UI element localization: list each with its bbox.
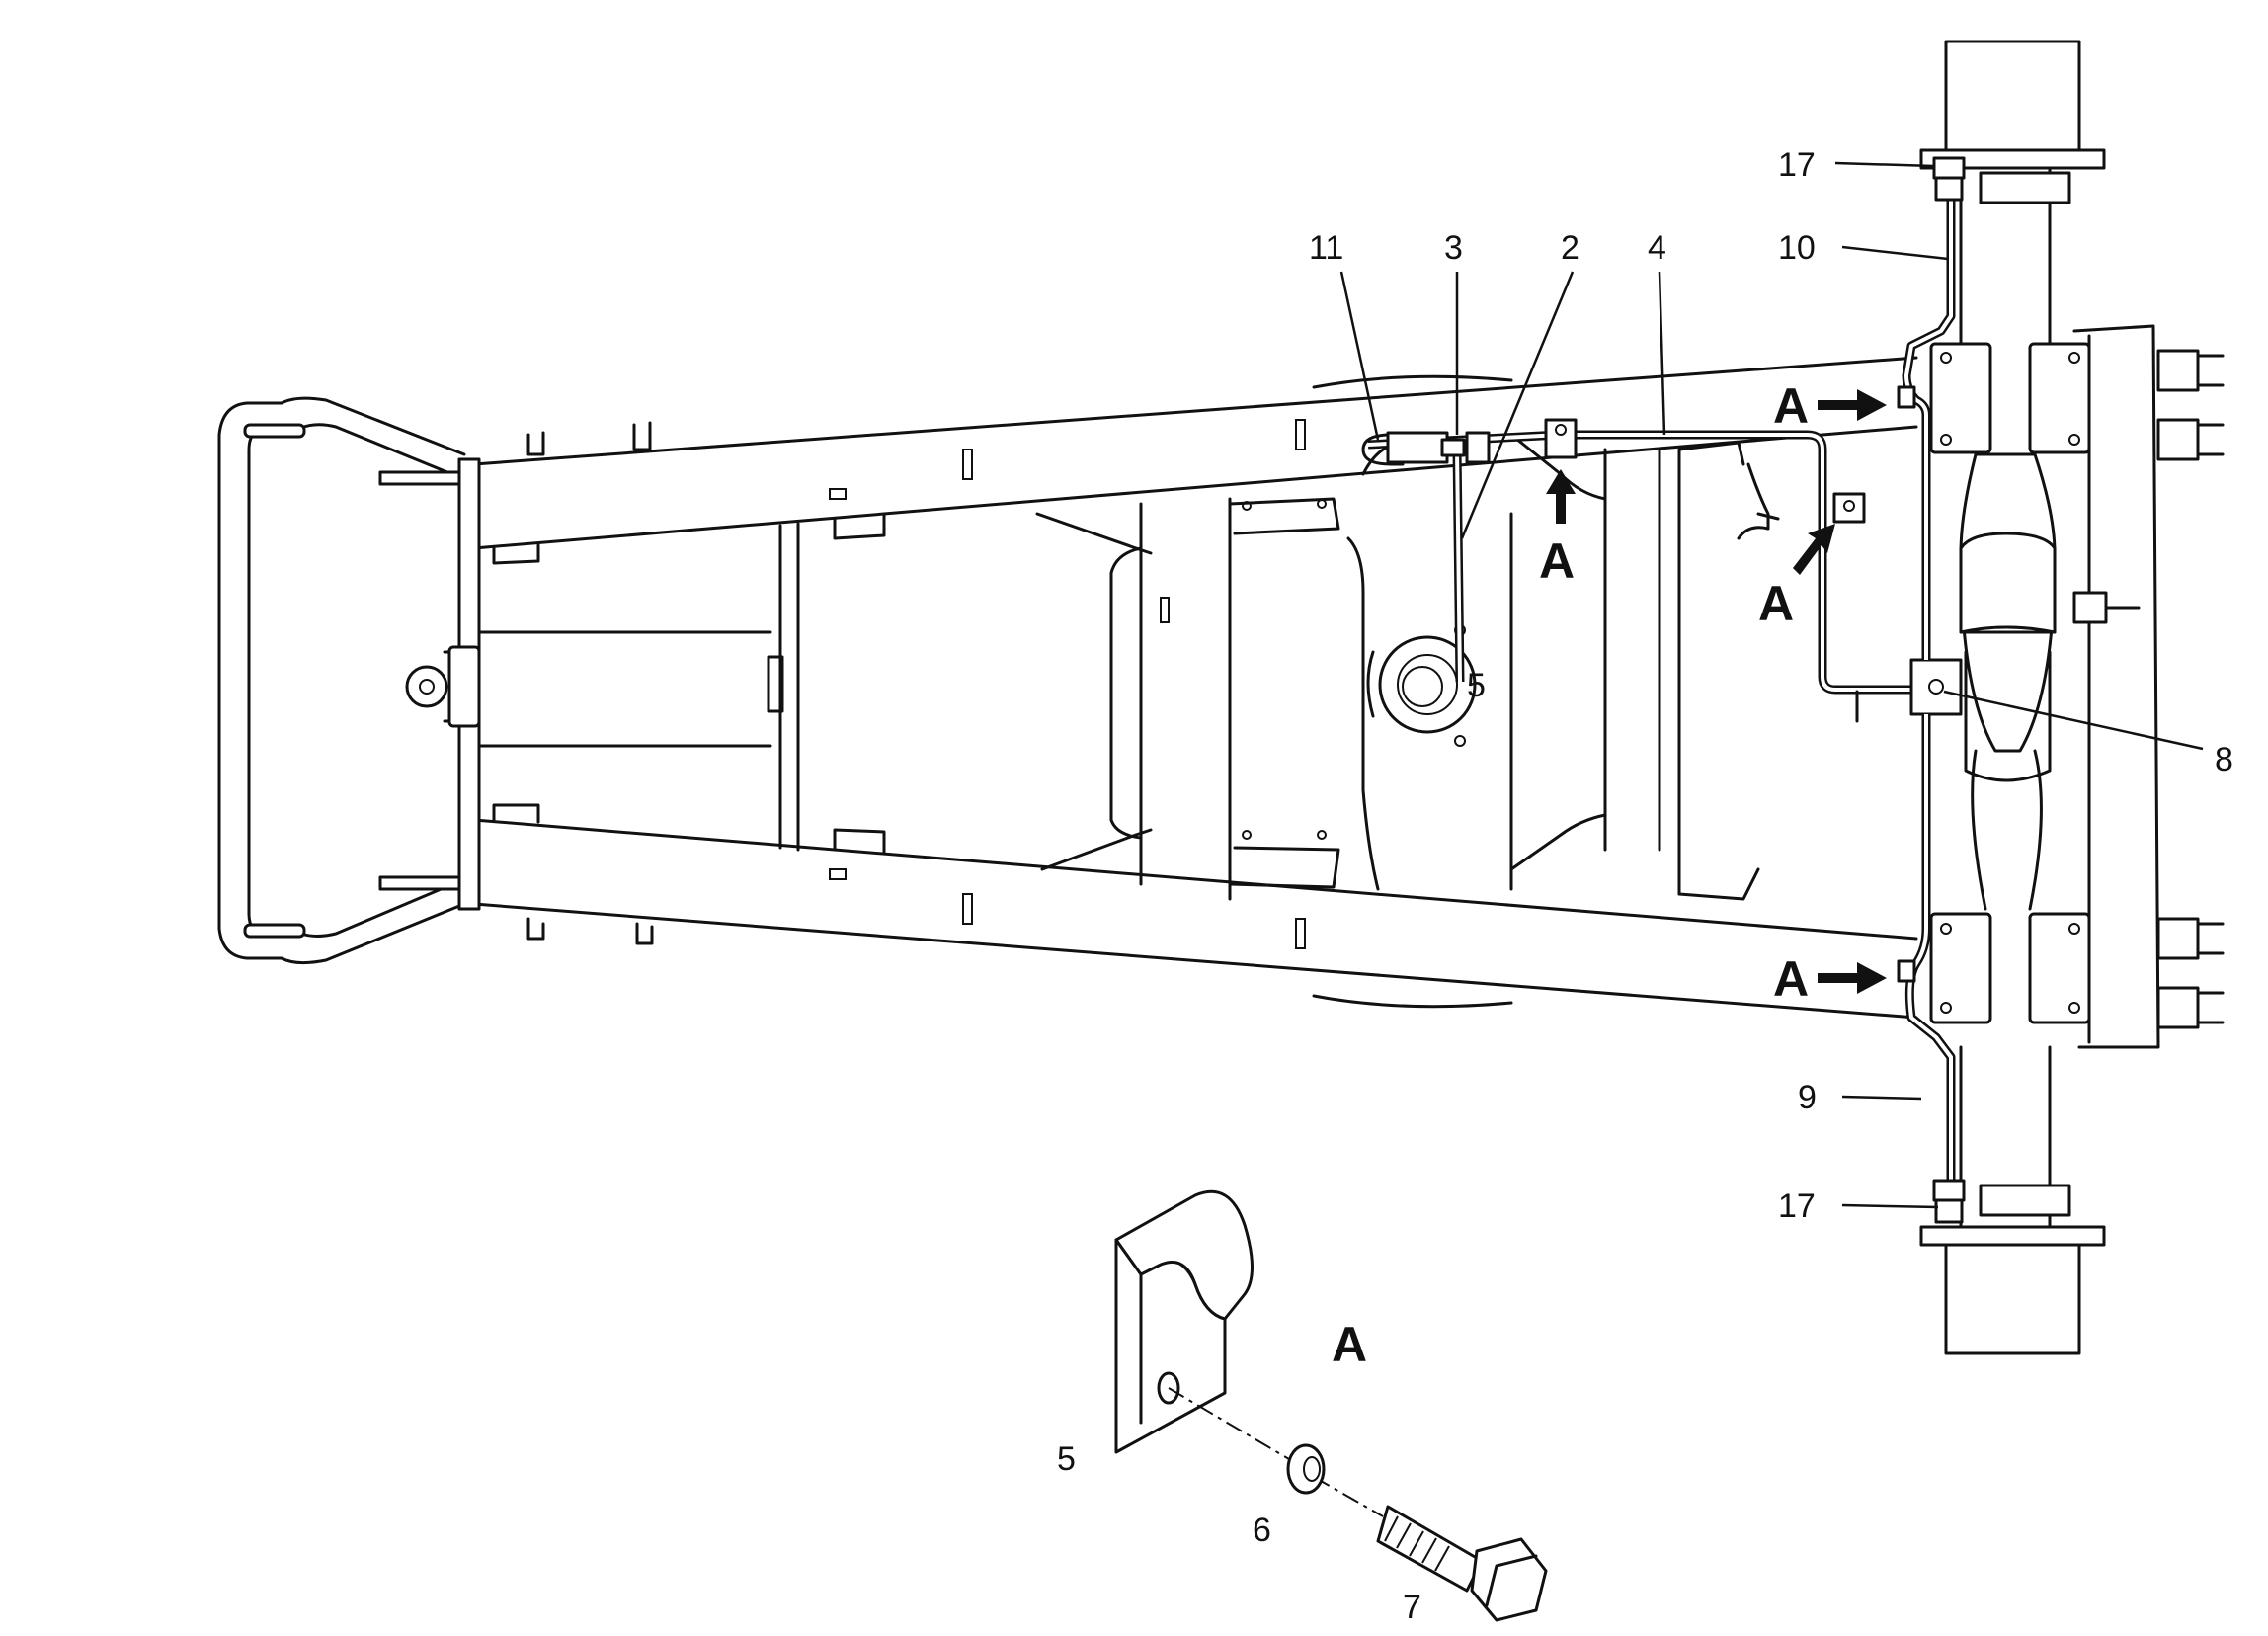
arrow-right-clip — [1793, 524, 1835, 575]
callout-5-axle: 5 — [1467, 667, 1486, 704]
callout-4: 4 — [1648, 229, 1666, 267]
view-marker-a-center: A — [1539, 533, 1575, 589]
fuel-tank — [1035, 374, 1780, 1009]
arrow-upper-right — [1818, 389, 1887, 421]
callout-2: 2 — [1561, 229, 1580, 267]
callout-5-detail: 5 — [1057, 1440, 1076, 1478]
callout-7: 7 — [1403, 1589, 1421, 1626]
callout-10: 10 — [1778, 229, 1816, 267]
callout-17-bottom: 17 — [1778, 1187, 1816, 1225]
chassis-frame — [405, 356, 1918, 1020]
callout-9: 9 — [1798, 1079, 1817, 1116]
detail-title-a: A — [1332, 1317, 1367, 1372]
callout-17-top: 17 — [1778, 146, 1816, 184]
callout-11: 11 — [1309, 229, 1343, 267]
view-marker-a-lower-right: A — [1773, 951, 1809, 1007]
arrow-center — [1546, 469, 1576, 524]
detail-a-clip-assembly — [1114, 1189, 1548, 1622]
leader-lines — [1339, 161, 2204, 1209]
view-arrows — [1546, 389, 1887, 994]
brake-pipes — [1361, 156, 1966, 1224]
callout-3: 3 — [1444, 229, 1463, 267]
callout-6: 6 — [1253, 1512, 1271, 1549]
rear-axle — [1919, 40, 2225, 1355]
arrow-lower-right — [1818, 962, 1887, 994]
view-marker-a-upper-right: A — [1773, 378, 1809, 434]
view-marker-a-right-clip: A — [1758, 576, 1794, 631]
callout-8: 8 — [2215, 741, 2233, 778]
